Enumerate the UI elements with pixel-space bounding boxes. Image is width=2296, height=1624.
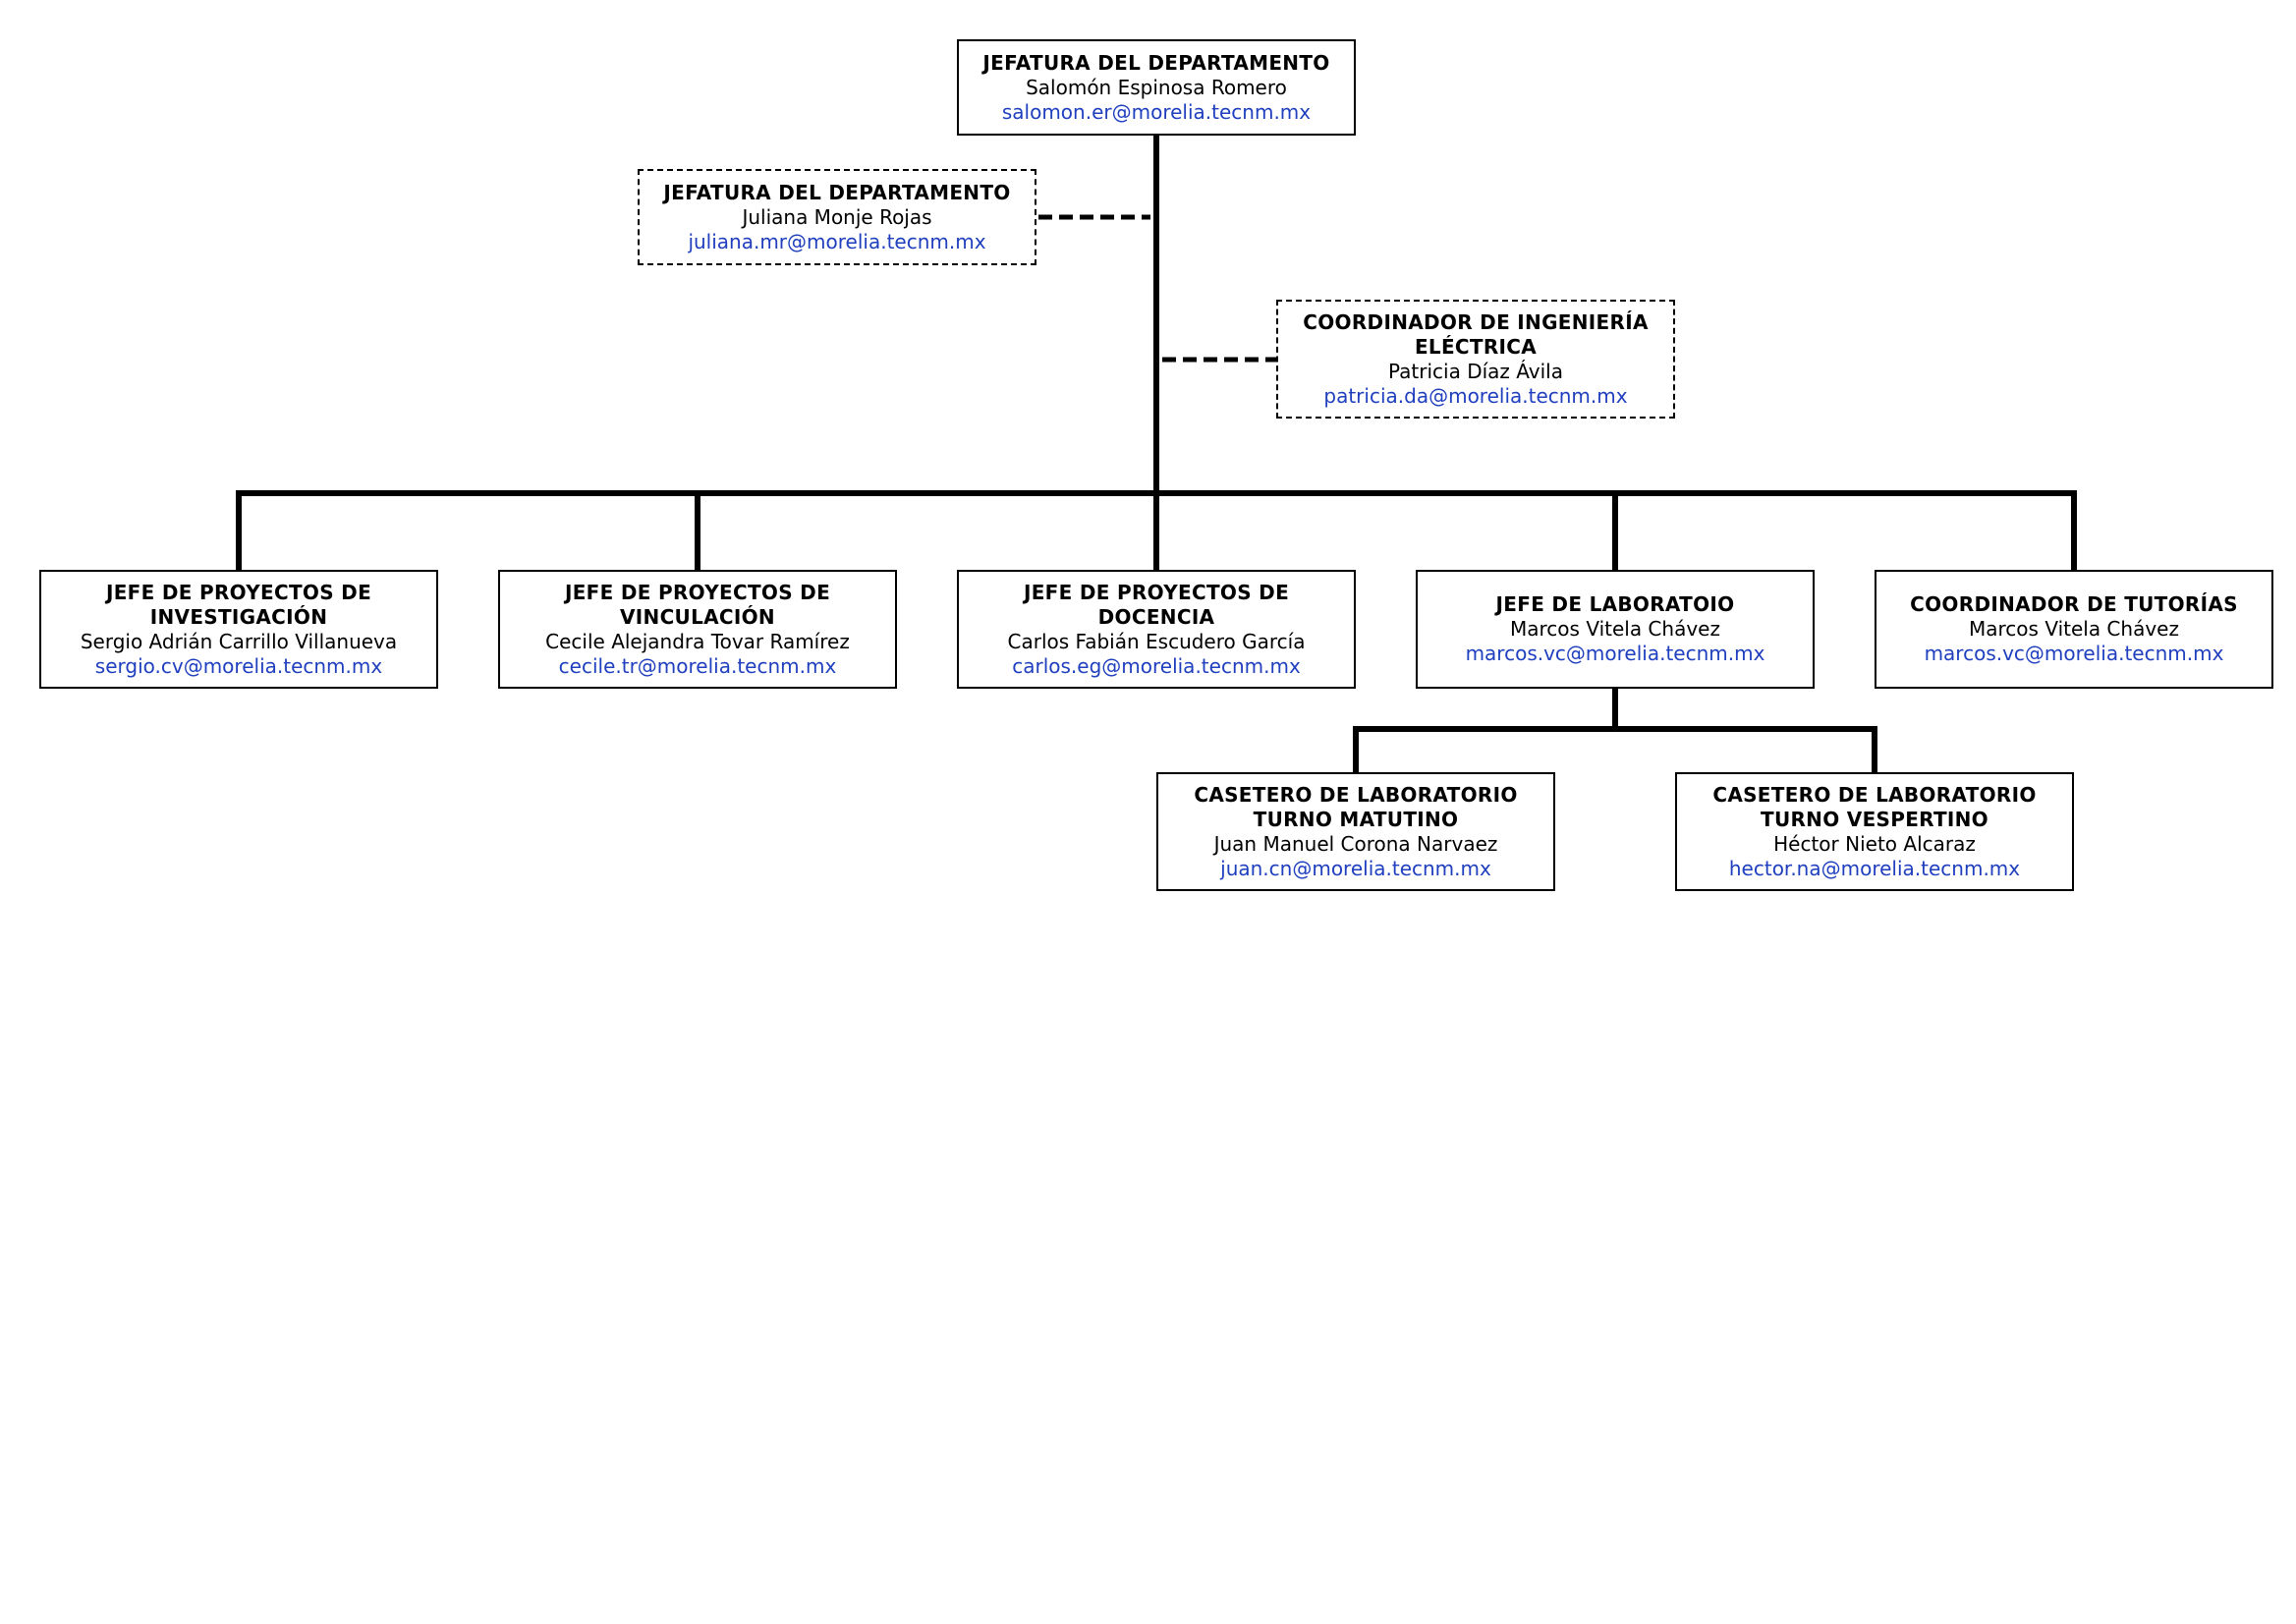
node-jefe-proyectos-docencia: JEFE DE PROYECTOS DE DOCENCIA Carlos Fab… <box>957 570 1356 689</box>
node-email[interactable]: patricia.da@morelia.tecnm.mx <box>1323 383 1628 408</box>
node-email[interactable]: juliana.mr@morelia.tecnm.mx <box>688 229 986 253</box>
node-person: Patricia Díaz Ávila <box>1388 359 1563 383</box>
node-jefatura-departamento-staff: JEFATURA DEL DEPARTAMENTO Juliana Monje … <box>638 169 1036 265</box>
node-person: Cecile Alejandra Tovar Ramírez <box>545 629 850 653</box>
node-title: COORDINADOR DE TUTORÍAS <box>1910 592 2238 616</box>
node-jefe-proyectos-investigacion: JEFE DE PROYECTOS DE INVESTIGACIÓN Sergi… <box>39 570 438 689</box>
node-email[interactable]: sergio.cv@morelia.tecnm.mx <box>94 653 383 678</box>
node-jefe-laboratorio: JEFE DE LABORATOIO Marcos Vitela Chávez … <box>1416 570 1815 689</box>
node-email[interactable]: cecile.tr@morelia.tecnm.mx <box>558 653 837 678</box>
node-coordinador-ingenieria-electrica: COORDINADOR DE INGENIERÍA ELÉCTRICA Patr… <box>1276 300 1675 419</box>
node-title: JEFE DE PROYECTOS DE DOCENCIA <box>1023 580 1290 629</box>
node-title: CASETERO DE LABORATORIO TURNO MATUTINO <box>1194 782 1518 831</box>
node-title: JEFATURA DEL DEPARTAMENTO <box>982 50 1330 75</box>
node-title: JEFE DE PROYECTOS DE INVESTIGACIÓN <box>105 580 372 629</box>
node-coordinador-tutorias: COORDINADOR DE TUTORÍAS Marcos Vitela Ch… <box>1875 570 2273 689</box>
node-email[interactable]: salomon.er@morelia.tecnm.mx <box>1001 99 1312 124</box>
node-person: Juan Manuel Corona Narvaez <box>1213 831 1498 856</box>
node-email[interactable]: carlos.eg@morelia.tecnm.mx <box>1012 653 1301 678</box>
node-title: COORDINADOR DE INGENIERÍA ELÉCTRICA <box>1303 309 1649 359</box>
node-person: Héctor Nieto Alcaraz <box>1773 831 1976 856</box>
node-jefe-proyectos-vinculacion: JEFE DE PROYECTOS DE VINCULACIÓN Cecile … <box>498 570 897 689</box>
node-person: Salomón Espinosa Romero <box>1026 75 1287 99</box>
node-casetero-laboratorio-matutino: CASETERO DE LABORATORIO TURNO MATUTINO J… <box>1156 772 1555 891</box>
node-person: Marcos Vitela Chávez <box>1969 617 2179 641</box>
node-email[interactable]: marcos.vc@morelia.tecnm.mx <box>1465 642 1765 665</box>
node-person: Marcos Vitela Chávez <box>1510 617 1720 641</box>
node-person: Juliana Monje Rojas <box>742 204 932 229</box>
node-email[interactable]: marcos.vc@morelia.tecnm.mx <box>1924 642 2224 665</box>
node-email[interactable]: juan.cn@morelia.tecnm.mx <box>1220 856 1491 880</box>
node-title: CASETERO DE LABORATORIO TURNO VESPERTINO <box>1712 782 2037 831</box>
node-title: JEFE DE LABORATOIO <box>1495 592 1735 616</box>
node-casetero-laboratorio-vespertino: CASETERO DE LABORATORIO TURNO VESPERTINO… <box>1675 772 2074 891</box>
node-person: Carlos Fabián Escudero García <box>1007 629 1306 653</box>
node-jefatura-departamento: JEFATURA DEL DEPARTAMENTO Salomón Espino… <box>957 39 1356 136</box>
node-person: Sergio Adrián Carrillo Villanueva <box>80 629 398 653</box>
node-email[interactable]: hector.na@morelia.tecnm.mx <box>1728 856 2021 880</box>
node-title: JEFE DE PROYECTOS DE VINCULACIÓN <box>564 580 831 629</box>
node-title: JEFATURA DEL DEPARTAMENTO <box>663 180 1011 204</box>
